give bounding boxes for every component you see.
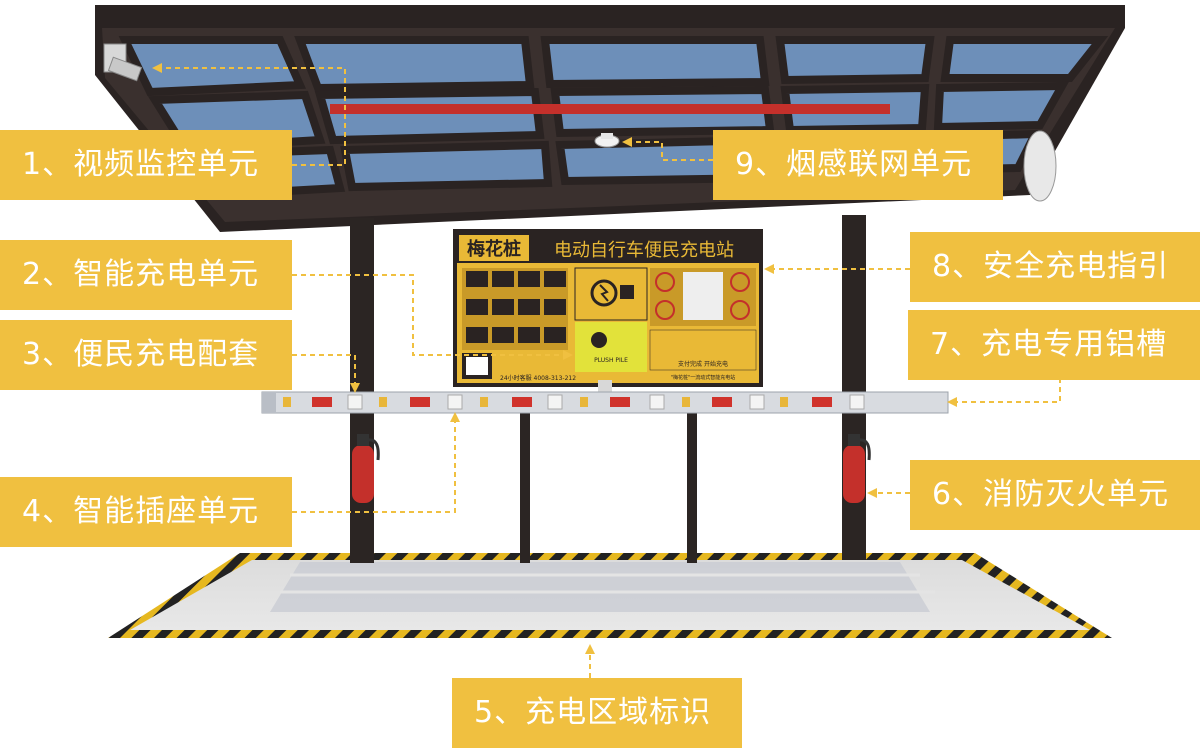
fire-extinguisher-right-icon	[843, 434, 871, 503]
label-aluminium-trough: 7、充电专用铝槽	[908, 310, 1200, 380]
floor-shadow	[270, 562, 930, 612]
label-safety-guide: 8、安全充电指引	[910, 232, 1200, 302]
sign-title: 电动自行车便民充电站	[554, 240, 734, 261]
sign-plush: PLUSH PILE	[594, 357, 628, 364]
sign-pay: 支付完成 开始充电	[678, 360, 728, 368]
label-smoke-network: 9、烟感联网单元	[713, 130, 1003, 200]
sign-brand: 梅花桩	[467, 238, 521, 260]
info-sign-board: 梅花桩 电动自行车便民充电站 24小时客服 4008-313-212 PLUSH…	[453, 229, 763, 387]
charging-rail	[261, 391, 949, 414]
label-charging-area-mark: 5、充电区域标识	[452, 678, 742, 748]
fire-extinguisher-left-icon	[352, 434, 380, 503]
label-smart-charging: 2、智能充电单元	[0, 240, 292, 310]
lamp-icon	[1023, 130, 1057, 202]
camera-icon	[103, 43, 143, 82]
sign-hotline: 24小时客服 4008-313-212	[500, 374, 576, 382]
sign-footer: "梅花桩"一流动式智能充电站	[671, 374, 736, 381]
pillars	[350, 215, 866, 563]
label-convenience-kit: 3、便民充电配套	[0, 320, 292, 390]
label-smart-socket: 4、智能插座单元	[0, 477, 292, 547]
callout-lines	[160, 67, 1061, 678]
callout-arrows	[152, 63, 957, 654]
label-video-surveillance: 1、视频监控单元	[0, 130, 292, 200]
charging-floor	[108, 553, 1112, 638]
smoke-detector-icon	[594, 133, 620, 148]
label-fire-extinguishing: 6、消防灭火单元	[910, 460, 1200, 530]
